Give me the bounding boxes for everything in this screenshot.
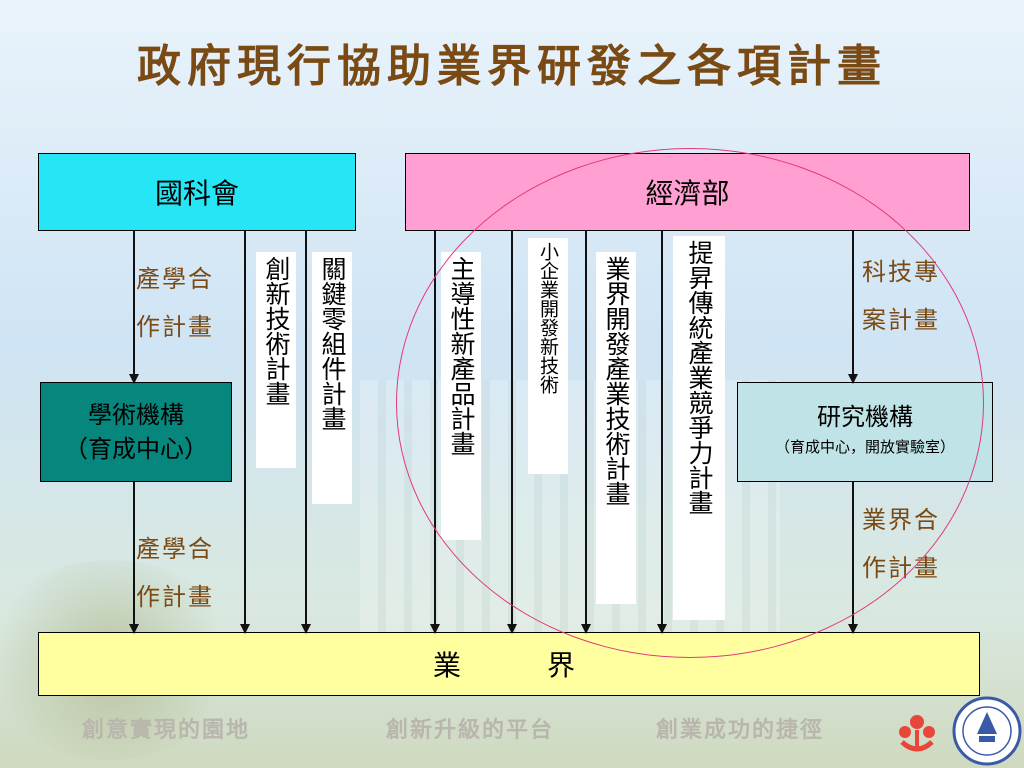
academia-coop-top-label: 產學合 作計畫 [136,255,256,351]
arrow-nsc-to-academic [129,231,139,384]
academic-sublabel: （育成中心） [64,435,208,463]
flower-logo-icon [899,715,935,752]
footer-slogan-3: 創業成功的捷徑 [656,717,825,743]
slide-title: 政府現行協助業界研發之各項計畫 [137,41,887,92]
academia-coop-bottom-line2: 作計畫 [136,583,214,611]
industry-box: 業 界 [38,632,980,696]
footer-slogan-2: 創新升級的平台 [386,717,555,743]
program-innovative-tech: 創新技術計畫 [256,252,296,468]
arrow-key-components [301,231,311,634]
nsc-box: 國科會 [38,153,356,231]
academia-coop-bottom-line1: 產學合 [136,535,214,563]
program-key-components-text: 關鍵零組件計畫 [318,256,347,431]
program-key-components: 關鍵零組件計畫 [312,252,352,504]
program-innovative-tech-text: 創新技術計畫 [262,256,291,406]
academic-label: 學術機構 [88,401,184,429]
arrow-innovative-tech [240,231,250,634]
academia-coop-bottom-label: 產學合 作計畫 [136,525,256,621]
academic-institution-box: 學術機構 （育成中心） [40,382,232,482]
nsc-label: 國科會 [154,177,239,210]
arrow-academic-to-industry [129,482,139,634]
university-seal-icon [952,696,1022,766]
academia-coop-top-line2: 作計畫 [136,313,214,341]
footer-slogan-1: 創意實現的園地 [82,717,251,743]
moea-highlight-ellipse [396,148,984,658]
industry-label: 業 界 [432,649,585,682]
academia-coop-top-line1: 產學合 [136,265,214,293]
